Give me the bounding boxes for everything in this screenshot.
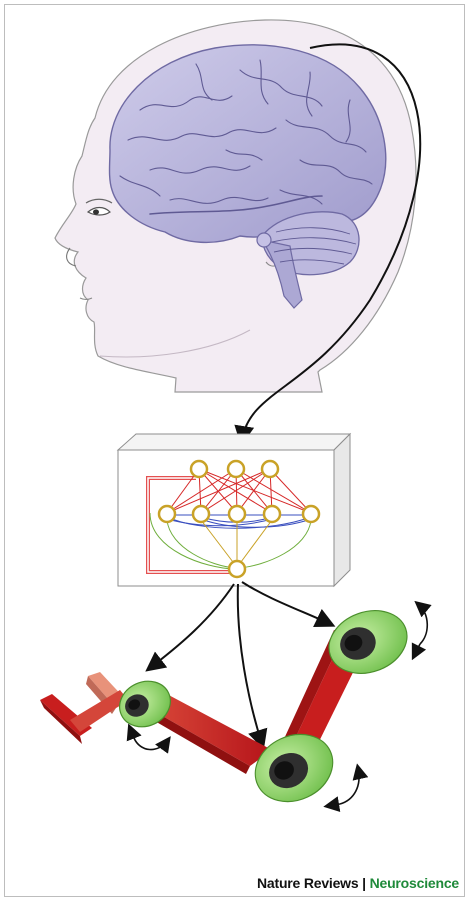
neural-network-box — [118, 434, 350, 586]
credit-separator: | — [362, 875, 366, 891]
publisher-name: Nature Reviews — [257, 875, 358, 891]
journal-name: Neuroscience — [370, 875, 459, 891]
robotic-arm — [40, 600, 427, 814]
figure-credit: Nature Reviews | Neuroscience — [257, 875, 459, 891]
